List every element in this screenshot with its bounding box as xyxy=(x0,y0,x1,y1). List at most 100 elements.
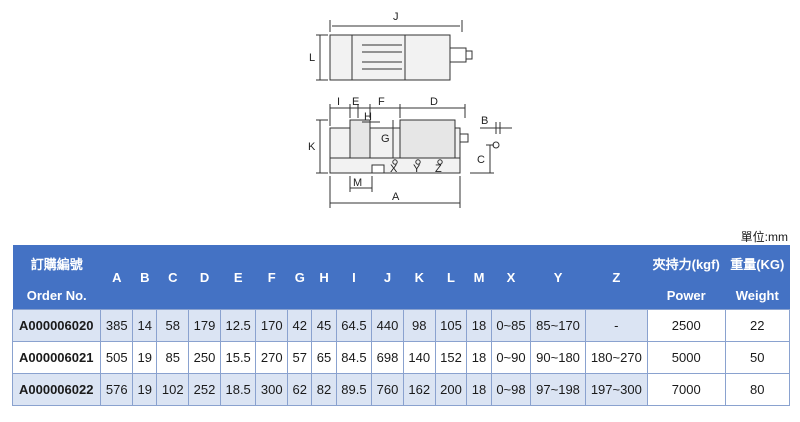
cell-y: 97~198 xyxy=(530,373,586,406)
cell-l: 152 xyxy=(434,341,468,374)
cell-g: 57 xyxy=(287,341,313,374)
cell-k: 98 xyxy=(402,309,436,342)
col-header-x: X xyxy=(491,245,531,310)
table-row: A000006020 385 14 58 179 12.5 170 42 45 … xyxy=(11,309,791,342)
cell-l: 105 xyxy=(434,309,468,342)
col-header-m: M xyxy=(466,245,492,310)
col-header-l: L xyxy=(435,245,467,310)
col-header-g: G xyxy=(287,245,312,310)
cell-f: 170 xyxy=(255,309,289,342)
cell-b: 19 xyxy=(132,373,158,406)
cell-l: 200 xyxy=(434,373,468,406)
cell-g: 62 xyxy=(287,373,313,406)
cell-z: 180~270 xyxy=(584,341,648,374)
table-row: A000006021 505 19 85 250 15.5 270 57 65 … xyxy=(11,341,791,374)
cell-i: 64.5 xyxy=(335,309,373,342)
spec-table: 訂購編號 A B C D E F G H I J K L M X Y Z 夾持力… xyxy=(11,245,791,406)
order-header-en: Order No. xyxy=(12,281,101,310)
cell-i: 84.5 xyxy=(335,341,373,374)
cell-c: 102 xyxy=(156,373,190,406)
col-header-b: B xyxy=(132,245,157,310)
col-header-z: Z xyxy=(585,245,648,310)
cell-j: 440 xyxy=(371,309,404,342)
cell-i: 89.5 xyxy=(335,373,373,406)
order-number: A000006022 xyxy=(11,373,102,406)
dim-label-b: B xyxy=(481,115,488,127)
dim-label-k: K xyxy=(308,141,316,153)
cell-m: 18 xyxy=(466,341,492,374)
cell-y: 85~170 xyxy=(530,309,586,342)
order-number: A000006021 xyxy=(11,341,102,374)
cell-c: 58 xyxy=(156,309,190,342)
dim-label-z: Z xyxy=(435,163,442,175)
dim-label-d: D xyxy=(430,96,438,108)
cell-h: 45 xyxy=(311,309,337,342)
cell-h: 82 xyxy=(311,373,337,406)
vise-dimension-drawing: J L I E F D H G K B C X Y Z M A xyxy=(308,11,512,208)
cell-e: 15.5 xyxy=(219,341,257,374)
order-number: A000006020 xyxy=(11,309,102,342)
cell-b: 19 xyxy=(132,341,158,374)
cell-power: 2500 xyxy=(646,309,726,342)
cell-weight: 50 xyxy=(724,341,791,374)
dim-label-f: F xyxy=(378,96,385,108)
weight-header-cn: 重量(KG) xyxy=(725,245,790,281)
col-header-i: I xyxy=(336,245,372,310)
col-header-k: K xyxy=(403,245,436,310)
dim-label-a: A xyxy=(392,191,400,203)
cell-f: 300 xyxy=(255,373,289,406)
col-header-a: A xyxy=(100,245,133,310)
cell-a: 505 xyxy=(100,341,134,374)
unit-note: 單位:mm xyxy=(740,230,788,244)
cell-e: 12.5 xyxy=(219,309,257,342)
cell-z: - xyxy=(584,309,648,342)
cell-power: 5000 xyxy=(646,341,726,374)
power-header-en: Power xyxy=(647,281,726,310)
cell-a: 385 xyxy=(100,309,134,342)
cell-f: 270 xyxy=(255,341,289,374)
cell-h: 65 xyxy=(311,341,337,374)
col-header-c: C xyxy=(156,245,189,310)
dim-label-j: J xyxy=(393,11,399,23)
cell-e: 18.5 xyxy=(219,373,257,406)
dim-label-g: G xyxy=(381,133,390,145)
cell-weight: 22 xyxy=(724,309,791,342)
dim-label-c: C xyxy=(477,154,485,166)
dim-label-m: M xyxy=(353,177,362,189)
cell-g: 42 xyxy=(287,309,313,342)
cell-j: 698 xyxy=(371,341,404,374)
col-header-h: H xyxy=(311,245,337,310)
col-header-y: Y xyxy=(530,245,586,310)
table-row: A000006022 576 19 102 252 18.5 300 62 82… xyxy=(11,373,791,406)
cell-d: 179 xyxy=(188,309,221,342)
dim-label-h: H xyxy=(364,111,372,123)
cell-k: 140 xyxy=(402,341,436,374)
dim-label-x: X xyxy=(390,163,398,175)
power-header-cn: 夾持力(kgf) xyxy=(647,245,726,281)
col-header-e: E xyxy=(220,245,256,310)
cell-k: 162 xyxy=(402,373,436,406)
weight-header-en: Weight xyxy=(725,281,790,310)
cell-z: 197~300 xyxy=(584,373,648,406)
cell-y: 90~180 xyxy=(530,341,586,374)
col-header-f: F xyxy=(255,245,288,310)
dim-label-i: I xyxy=(337,96,340,108)
cell-d: 250 xyxy=(188,341,221,374)
cell-x: 0~90 xyxy=(490,341,532,374)
col-header-j: J xyxy=(371,245,404,310)
cell-x: 0~98 xyxy=(490,373,532,406)
dim-label-y: Y xyxy=(413,163,421,175)
cell-m: 18 xyxy=(466,309,492,342)
cell-b: 14 xyxy=(132,309,158,342)
cell-a: 576 xyxy=(100,373,134,406)
cell-c: 85 xyxy=(156,341,190,374)
dim-label-e: E xyxy=(352,96,359,108)
cell-d: 252 xyxy=(188,373,221,406)
cell-x: 0~85 xyxy=(490,309,532,342)
cell-m: 18 xyxy=(466,373,492,406)
dim-label-l: L xyxy=(309,52,315,64)
col-header-d: D xyxy=(188,245,221,310)
cell-power: 7000 xyxy=(646,373,726,406)
cell-weight: 80 xyxy=(724,373,791,406)
order-header-cn: 訂購編號 xyxy=(12,245,101,281)
